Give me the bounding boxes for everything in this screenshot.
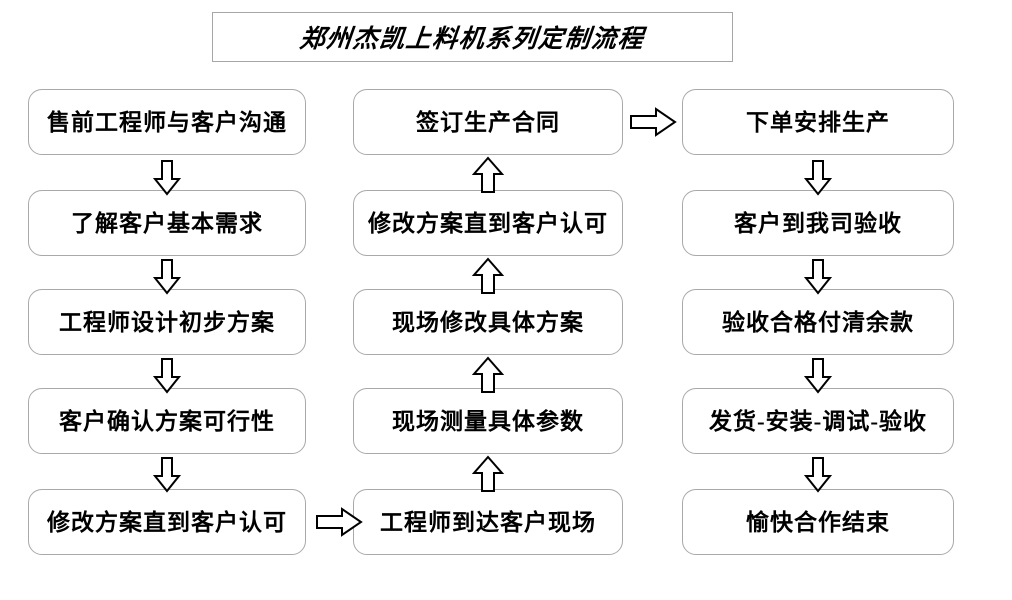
arrow-up-icon (471, 455, 505, 493)
node-label: 现场测量具体参数 (392, 408, 584, 434)
node-engineer-preliminary-design[interactable]: 工程师设计初步方案 (28, 289, 306, 355)
node-pay-balance-after-acceptance[interactable]: 验收合格付清余款 (682, 289, 954, 355)
node-label: 愉快合作结束 (746, 509, 890, 535)
node-engineer-arrives-onsite[interactable]: 工程师到达客户现场 (353, 489, 623, 555)
arrow-right-icon (630, 107, 677, 137)
arrow-up-icon (471, 156, 505, 194)
node-place-order-arrange-production[interactable]: 下单安排生产 (682, 89, 954, 155)
arrow-down-icon (803, 457, 833, 493)
node-revise-until-approved-2[interactable]: 修改方案直到客户认可 (353, 190, 623, 256)
node-label: 验收合格付清余款 (722, 309, 914, 335)
node-label: 现场修改具体方案 (392, 309, 584, 335)
node-label: 客户确认方案可行性 (59, 408, 275, 434)
node-label: 签订生产合同 (416, 109, 560, 135)
node-customer-inspection-at-factory[interactable]: 客户到我司验收 (682, 190, 954, 256)
node-label: 修改方案直到客户认可 (47, 509, 287, 535)
node-label: 了解客户基本需求 (71, 210, 263, 236)
node-label: 发货-安装-调试-验收 (709, 408, 927, 434)
chart-title-box: 郑州杰凯上料机系列定制流程 (212, 12, 733, 62)
node-label: 下单安排生产 (746, 109, 890, 135)
node-label: 售前工程师与客户沟通 (47, 109, 287, 135)
node-onsite-measure-parameters[interactable]: 现场测量具体参数 (353, 388, 623, 454)
node-revise-until-approved-1[interactable]: 修改方案直到客户认可 (28, 489, 306, 555)
node-pre-sales-communication[interactable]: 售前工程师与客户沟通 (28, 89, 306, 155)
node-label: 客户到我司验收 (734, 210, 902, 236)
node-onsite-revise-plan[interactable]: 现场修改具体方案 (353, 289, 623, 355)
node-label: 工程师到达客户现场 (380, 509, 596, 535)
node-customer-confirm-feasibility[interactable]: 客户确认方案可行性 (28, 388, 306, 454)
node-understand-basic-needs[interactable]: 了解客户基本需求 (28, 190, 306, 256)
node-sign-production-contract[interactable]: 签订生产合同 (353, 89, 623, 155)
chart-title-text: 郑州杰凯上料机系列定制流程 (298, 26, 646, 53)
node-label: 工程师设计初步方案 (59, 309, 275, 335)
node-ship-install-debug-accept[interactable]: 发货-安装-调试-验收 (682, 388, 954, 454)
node-label: 修改方案直到客户认可 (368, 210, 608, 236)
arrow-down-icon (152, 457, 182, 493)
node-happy-cooperation-end[interactable]: 愉快合作结束 (682, 489, 954, 555)
